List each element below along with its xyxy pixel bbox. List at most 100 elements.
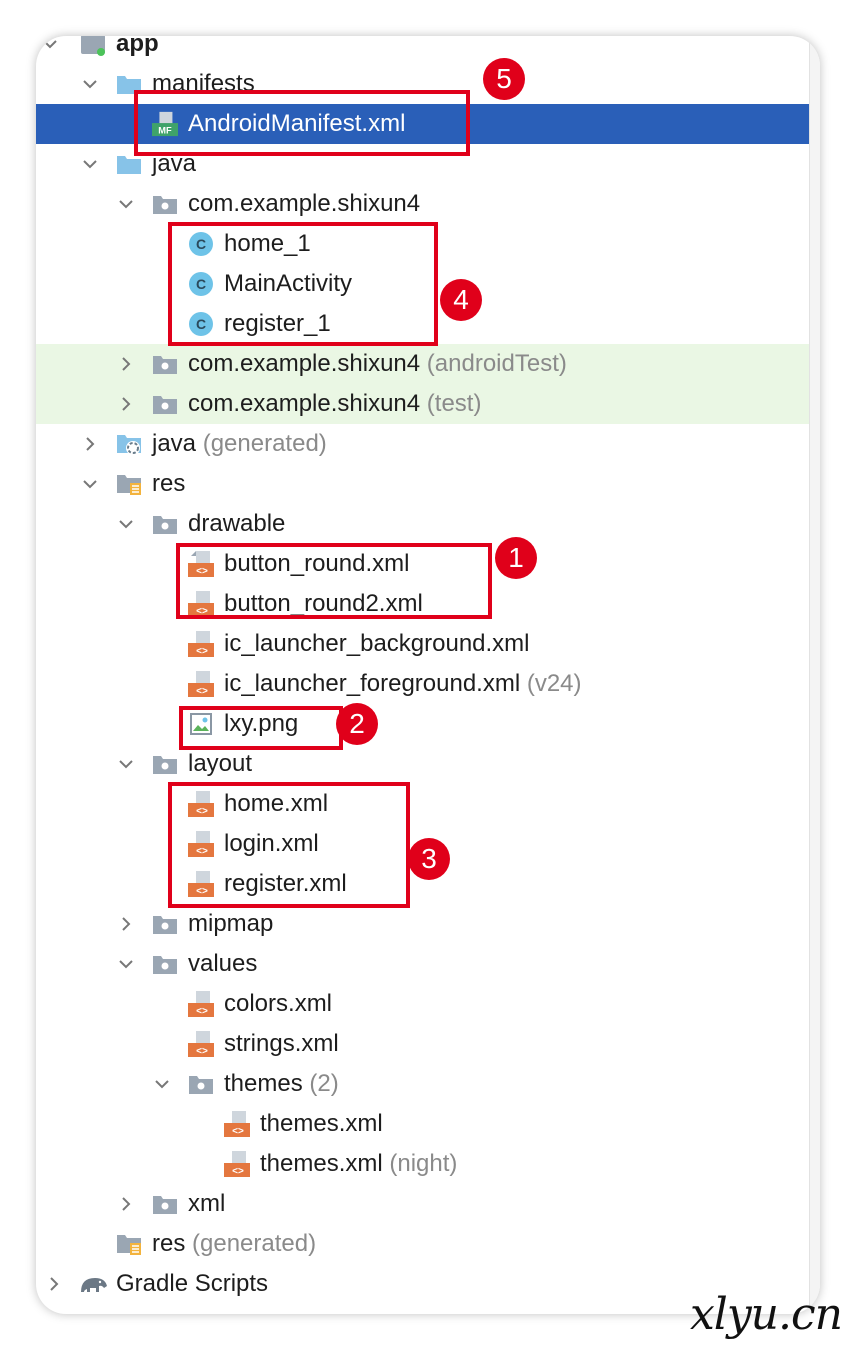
tree-row-qualifier: (test) (426, 390, 482, 417)
chevron-right-icon[interactable] (80, 424, 100, 464)
annotation-box-4 (168, 222, 438, 346)
annotation-badge-1: 1 (495, 537, 537, 579)
tree-row-android-manifest[interactable]: MF AndroidManifest.xml (36, 104, 810, 144)
chevron-right-icon[interactable] (116, 384, 136, 424)
class-letter: C (196, 236, 206, 252)
tree-row-label: home_1 (224, 230, 311, 257)
tree-row-register-1[interactable]: C register_1 (36, 304, 810, 344)
tree-row-name: themes.xml (260, 1150, 383, 1177)
chevron-down-icon[interactable] (116, 744, 136, 784)
tree-row-label: register_1 (224, 310, 331, 337)
tree-row-qualifier: (androidTest) (426, 350, 567, 377)
annotation-box-3 (168, 782, 410, 908)
chevron-right-icon[interactable] (116, 904, 136, 944)
annotation-badge-5: 5 (483, 58, 525, 100)
chevron-down-icon[interactable] (80, 464, 100, 504)
svg-text:<>: <> (196, 566, 208, 577)
tree-row-package[interactable]: com.example.shixun4 (36, 184, 810, 224)
tree-row-gradle-scripts[interactable]: Gradle Scripts (36, 1264, 810, 1304)
vertical-scrollbar[interactable] (809, 36, 820, 1314)
tree-row-label: drawable (188, 510, 286, 537)
chevron-right-icon[interactable] (44, 1264, 64, 1304)
tree-row-label: colors.xml (224, 990, 333, 1017)
watermark: xlyu.cn (689, 1289, 843, 1340)
tree-row-label: themes (2) (224, 1064, 339, 1104)
tree-row-themes-night-xml[interactable]: <> themes.xml (night) (36, 1144, 810, 1184)
xml-file-icon: <> (188, 1031, 214, 1057)
svg-text:<>: <> (196, 646, 208, 657)
tree-row-ic-launcher-foreground[interactable]: <> ic_launcher_foreground.xml (v24) (36, 664, 810, 704)
annotation-box-1 (176, 543, 492, 619)
tree-row-lxy-png[interactable]: lxy.png (36, 704, 810, 744)
tree-row-app[interactable]: app (36, 36, 810, 64)
tree-row-values[interactable]: values (36, 944, 810, 984)
tree-row-name: java (152, 430, 197, 457)
tree-row-label: values (188, 950, 258, 977)
chevron-down-icon[interactable] (116, 944, 136, 984)
tree-row-java-generated[interactable]: java (generated) (36, 424, 810, 464)
tree-row-label: button_round2.xml (224, 590, 423, 617)
tree-row-label: res (152, 470, 186, 497)
tree-row-home-1[interactable]: C home_1 (36, 224, 810, 264)
tree-row-register-xml[interactable]: <> register.xml (36, 864, 810, 904)
tree-row-qualifier: (night) (389, 1150, 458, 1177)
tree-row-label: ic_launcher_background.xml (224, 630, 530, 657)
tree-row-layout[interactable]: layout (36, 744, 810, 784)
tree-row-strings-xml[interactable]: <> strings.xml (36, 1024, 810, 1064)
chevron-right-icon[interactable] (116, 344, 136, 384)
tree-row-drawable[interactable]: drawable (36, 504, 810, 544)
tree-row-package-test[interactable]: com.example.shixun4 (test) (36, 384, 810, 424)
module-folder-icon (80, 36, 106, 56)
chevron-down-icon[interactable] (80, 144, 100, 184)
tree-row-label: com.example.shixun4 (androidTest) (188, 344, 567, 384)
tree-row-xml-folder[interactable]: xml (36, 1184, 810, 1224)
class-icon: C (188, 312, 214, 336)
package-icon (152, 352, 178, 376)
tree-row-login-xml[interactable]: <> login.xml (36, 824, 810, 864)
chevron-down-icon[interactable] (40, 36, 60, 64)
chevron-down-icon[interactable] (116, 184, 136, 224)
tree-row-button-round2[interactable]: <> button_round2.xml (36, 584, 810, 624)
tree-row-name: res (152, 1230, 186, 1257)
folder-icon (152, 952, 178, 976)
tree-row-package-android-test[interactable]: com.example.shixun4 (androidTest) (36, 344, 810, 384)
gradle-elephant-icon (78, 1272, 110, 1296)
tree-row-home-xml[interactable]: <> home.xml (36, 784, 810, 824)
tree-row-button-round[interactable]: <> button_round.xml (36, 544, 810, 584)
folder-icon (152, 752, 178, 776)
tree-row-ic-launcher-background[interactable]: <> ic_launcher_background.xml (36, 624, 810, 664)
tree-row-label: themes.xml (night) (260, 1144, 457, 1184)
class-icon: C (188, 272, 214, 296)
tree-row-main-activity[interactable]: C MainActivity (36, 264, 810, 304)
xml-file-icon: <> (188, 631, 214, 657)
tree-row-themes-folder[interactable]: themes (2) (36, 1064, 810, 1104)
tree-row-themes-xml[interactable]: <> themes.xml (36, 1104, 810, 1144)
tree-row-qualifier: (generated) (192, 1230, 317, 1257)
tree-row-res-generated[interactable]: res (generated) (36, 1224, 810, 1264)
chevron-right-icon[interactable] (116, 1184, 136, 1224)
project-tree: app manifests MF AndroidManifest.xml jav… (36, 36, 820, 1314)
folder-icon (188, 1072, 214, 1096)
class-letter: C (196, 276, 206, 292)
annotation-box-2 (179, 706, 343, 750)
chevron-down-icon[interactable] (152, 1064, 172, 1104)
tree-row-label: lxy.png (224, 710, 299, 737)
folder-icon (152, 912, 178, 936)
image-file-icon (188, 712, 214, 736)
xml-file-icon: <> (188, 591, 214, 617)
tree-row-label: home.xml (224, 790, 329, 817)
svg-text:<>: <> (232, 1126, 244, 1137)
tree-row-res[interactable]: res (36, 464, 810, 504)
tree-row-mipmap[interactable]: mipmap (36, 904, 810, 944)
xml-file-icon: <> (188, 831, 214, 857)
annotation-box-5 (134, 90, 470, 156)
resource-folder-icon (116, 1232, 142, 1256)
class-letter: C (196, 316, 206, 332)
tree-row-colors-xml[interactable]: <> colors.xml (36, 984, 810, 1024)
tree-row-qualifier: (generated) (202, 430, 327, 457)
chevron-down-icon[interactable] (116, 504, 136, 544)
chevron-down-icon[interactable] (80, 64, 100, 104)
tree-row-label: ic_launcher_foreground.xml (v24) (224, 664, 582, 704)
class-icon: C (188, 232, 214, 256)
tree-row-label: Gradle Scripts (116, 1270, 269, 1297)
